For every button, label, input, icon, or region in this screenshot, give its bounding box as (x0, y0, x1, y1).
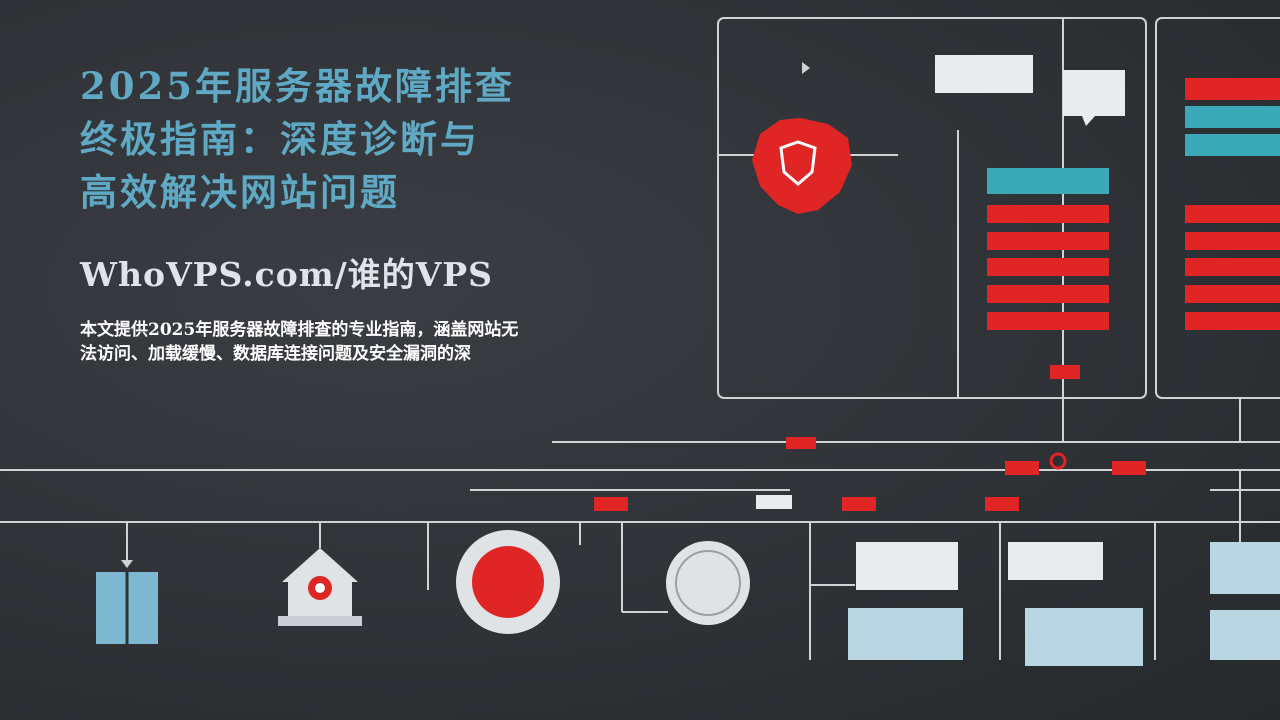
site-name: WhoVPS.com/谁的VPS (80, 255, 493, 294)
shield-icon (752, 118, 852, 214)
title-line-2: 终极指南：深度诊断与 (80, 117, 480, 161)
title-line-1: 2025年服务器故障排查 (80, 64, 515, 108)
description: 本文提供2025年服务器故障排查的专业指南，涵盖网站无 法访问、加载缓慢、数据库… (80, 318, 660, 366)
description-line-2: 法访问、加载缓慢、数据库连接问题及安全漏洞的深 (80, 344, 471, 364)
circle-node-icon (666, 541, 750, 625)
book-icon (96, 572, 158, 644)
arrows (121, 62, 810, 568)
page-title: 2025年服务器故障排查 终极指南：深度诊断与 高效解决网站问题 (80, 60, 640, 219)
server-rack-icon (987, 78, 1280, 330)
box-nodes (756, 495, 1280, 666)
note-box (935, 55, 1125, 126)
connector-lines (0, 17, 1280, 660)
house-icon (278, 548, 362, 626)
title-line-3: 高效解决网站问题 (80, 170, 400, 214)
status-markers (594, 365, 1146, 511)
alert-circle-icon (456, 530, 560, 634)
description-line-1: 本文提供2025年服务器故障排查的专业指南，涵盖网站无 (80, 320, 519, 340)
